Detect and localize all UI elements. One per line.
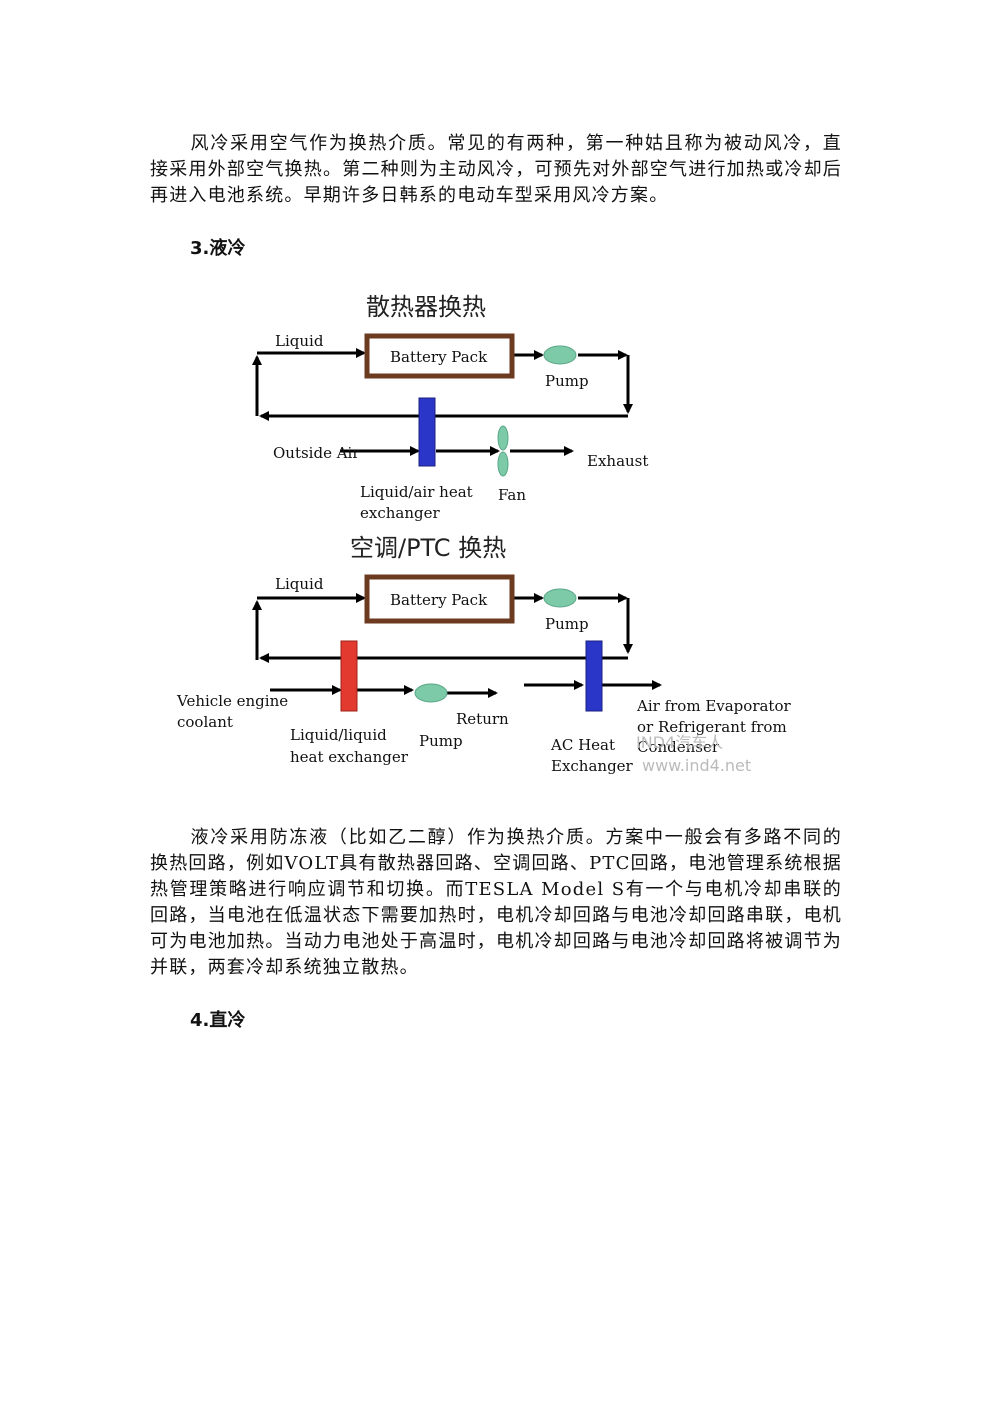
- diagram2-ac-label-1: AC Heat: [550, 736, 615, 754]
- diagram1-fan-icon: [497, 425, 509, 477]
- paragraph-liquid-cooling: 液冷采用防冻液（比如乙二醇）作为换热介质。方案中一般会有多路不同的换热回路，例如…: [150, 827, 842, 978]
- diagram1-hx-label-1: Liquid/air heat: [360, 483, 473, 501]
- watermark-logo: IND4汽车人: [636, 733, 723, 752]
- diagram1-battery-pack: [364, 333, 515, 379]
- diagram2-liquid-label: Liquid: [275, 575, 324, 593]
- diagram2-ac-heat-exchanger: [585, 640, 603, 712]
- diagram1-heat-exchanger: [418, 397, 436, 467]
- diagram2-llhx-label-1: Liquid/liquid: [290, 726, 387, 744]
- diagram1-title: 散热器换热: [366, 293, 486, 321]
- watermark-url: www.ind4.net: [642, 756, 751, 775]
- diagram2-air-label-1: Air from Evaporator: [636, 697, 791, 715]
- diagram2-engine-label-1: Vehicle engine: [176, 692, 288, 710]
- heading-liquid-cooling: 3.液冷: [190, 238, 246, 259]
- diagram1-exhaust-label: Exhaust: [587, 452, 648, 470]
- diagram2-battery-pack: [364, 574, 515, 624]
- diagram2-liquid-liquid-heat-exchanger: [340, 640, 358, 712]
- diagram2-air-label-2: or Refrigerant from: [637, 718, 787, 736]
- diagram1-outside-air-label: Outside Air: [273, 444, 360, 462]
- diagram2-ac-label-2: Exchanger: [551, 757, 634, 775]
- diagram2-return-label: Return: [456, 710, 509, 728]
- diagram1-fan-label: Fan: [498, 486, 526, 504]
- diagram1-liquid-label: Liquid: [275, 332, 324, 350]
- diagram2-engine-label-2: coolant: [177, 713, 233, 731]
- diagram2-pump-bottom-label: Pump: [419, 732, 463, 750]
- diagram2-llhx-label-2: heat exchanger: [290, 748, 409, 766]
- cooling-diagram-figure: 散热器换热 Liquid Battery Pack Pump Outside A…: [150, 278, 810, 788]
- diagram1-hx-label-2: exchanger: [360, 504, 440, 522]
- paragraph-air-cooling: 风冷采用空气作为换热介质。常见的有两种，第一种姑且称为被动风冷，直接采用外部空气…: [150, 133, 842, 206]
- diagram1-pump-label: Pump: [545, 372, 589, 390]
- diagram2-pump-top-label: Pump: [545, 615, 589, 633]
- diagram1-loop-lines: [252, 348, 633, 456]
- diagram2-battery-pack-label: Battery Pack: [390, 591, 488, 609]
- diagram2-pump-bottom-icon: [414, 683, 448, 703]
- diagram1-pump-icon: [543, 345, 577, 365]
- heading-direct-cooling: 4.直冷: [190, 1010, 246, 1031]
- diagram2-title: 空调/PTC 换热: [350, 534, 506, 562]
- diagram2-loop-lines: [252, 593, 662, 698]
- diagram2-pump-top-icon: [543, 588, 577, 608]
- diagram1-battery-pack-label: Battery Pack: [390, 348, 488, 366]
- diagram2-air-label-3: Condenser: [637, 738, 720, 756]
